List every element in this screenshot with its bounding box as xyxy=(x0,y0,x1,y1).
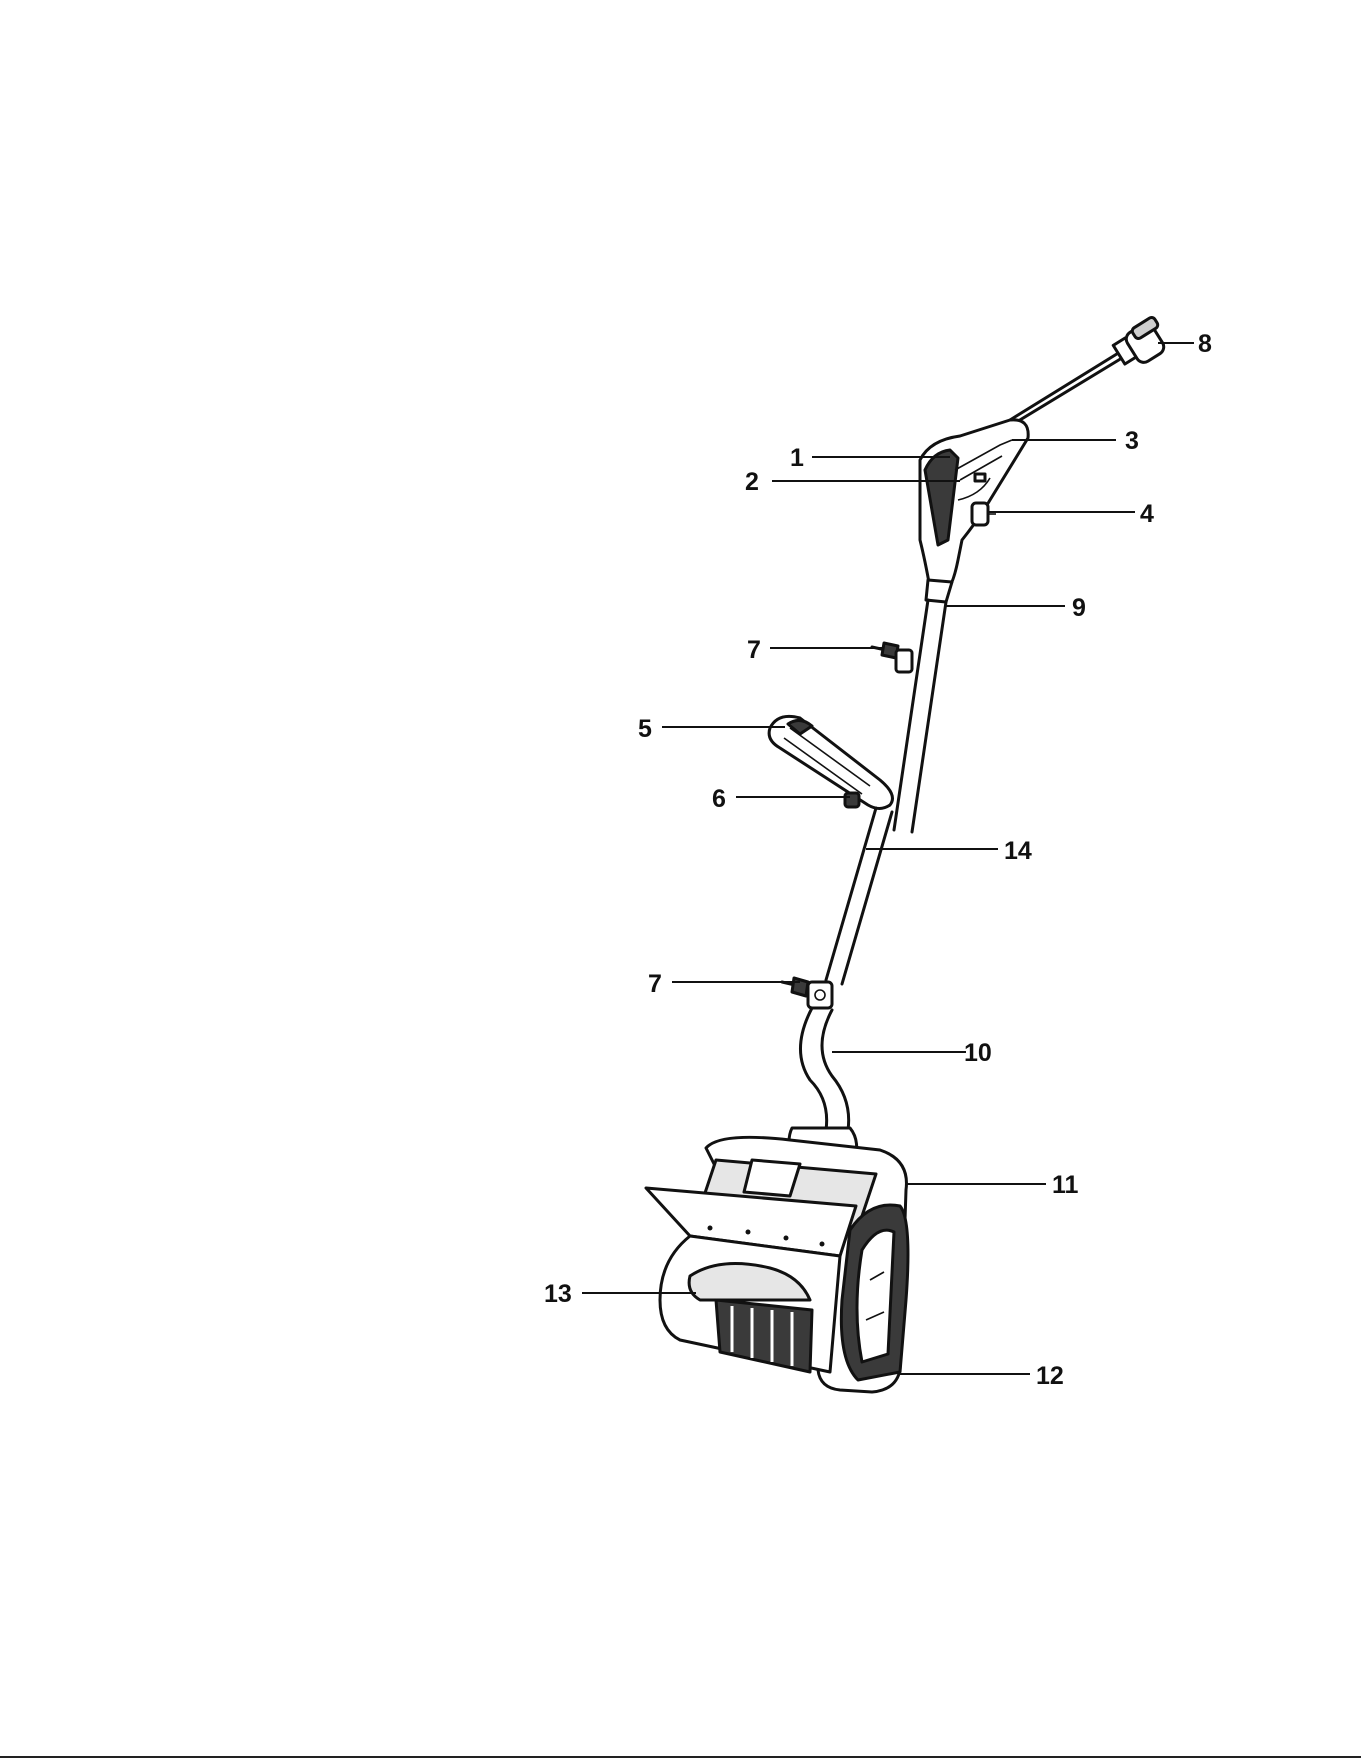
knob xyxy=(972,503,996,525)
footer-rule xyxy=(0,1756,1361,1758)
callout-7-upper: 7 xyxy=(747,636,761,664)
callout-7-lower: 7 xyxy=(648,970,662,998)
power-cord xyxy=(1010,316,1167,426)
callout-11: 11 xyxy=(1052,1171,1079,1199)
callout-8: 8 xyxy=(1198,330,1212,358)
middle-tube xyxy=(826,808,892,984)
auxiliary-handle xyxy=(769,716,892,808)
callout-13: 13 xyxy=(544,1280,572,1308)
callout-9: 9 xyxy=(1072,594,1086,622)
callout-3: 3 xyxy=(1125,427,1139,455)
callout-14: 14 xyxy=(1004,837,1032,865)
lower-tube xyxy=(800,1008,848,1130)
callout-1: 1 xyxy=(790,444,804,472)
callout-10: 10 xyxy=(964,1039,992,1067)
upper-tube xyxy=(894,580,952,832)
callout-5: 5 xyxy=(638,715,652,743)
callout-4: 4 xyxy=(1140,500,1154,528)
callout-12: 12 xyxy=(1036,1362,1064,1390)
auger-chute xyxy=(660,1236,840,1372)
callout-6: 6 xyxy=(712,785,726,813)
side-cover xyxy=(841,1205,908,1380)
callout-2: 2 xyxy=(745,468,759,496)
